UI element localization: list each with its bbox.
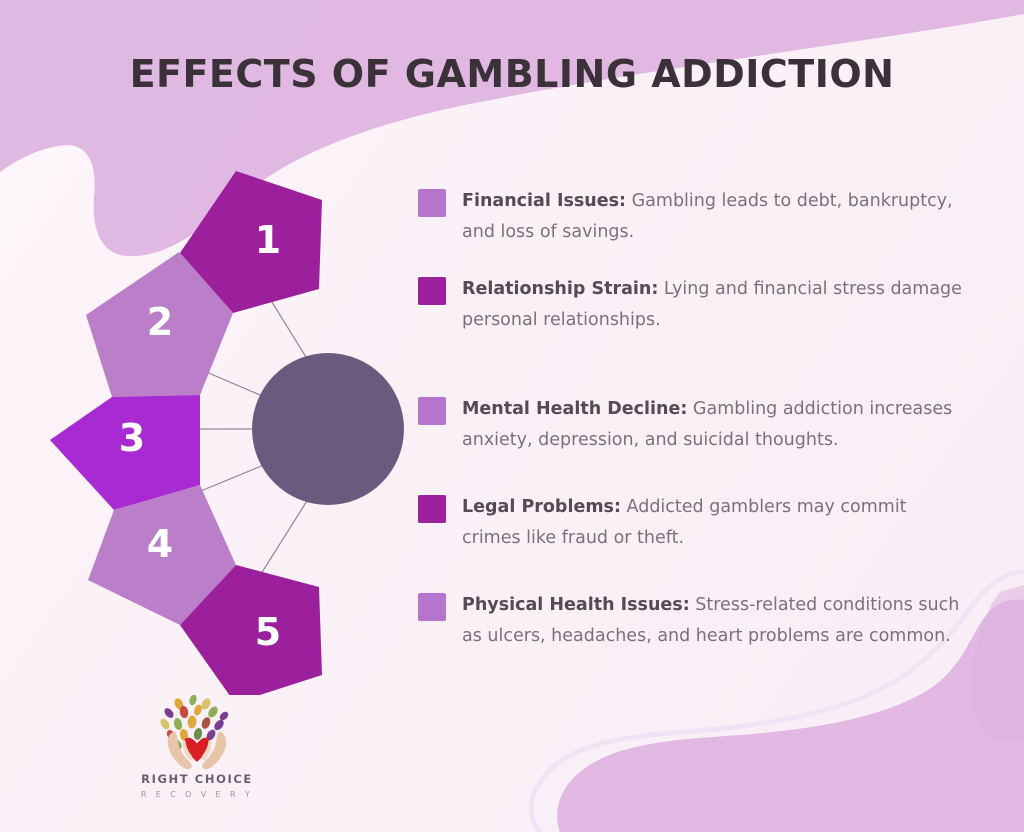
diagram-segment-2[interactable]: 2: [86, 252, 233, 397]
effect-term: Legal Problems:: [462, 497, 621, 517]
bullet-swatch-icon: [418, 189, 446, 217]
bullet-swatch-icon: [418, 593, 446, 621]
pentagon-number-4: 4: [147, 522, 173, 566]
effects-list: Financial Issues: Gambling leads to debt…: [418, 186, 978, 652]
page-title: EFFECTS OF GAMBLING ADDICTION: [129, 52, 895, 96]
list-item[interactable]: Mental Health Decline: Gambling addictio…: [418, 394, 978, 456]
effect-description: Addicted gamblers may commit crimes like…: [462, 497, 907, 548]
effect-text: Relationship Strain: Lying and financial…: [462, 274, 967, 336]
brand-logo[interactable]: RIGHT CHOICE R E C O V E R Y: [122, 694, 272, 799]
effect-text: Mental Health Decline: Gambling addictio…: [462, 394, 967, 456]
left-hand-icon: [167, 731, 192, 770]
bullet-swatch-icon: [418, 397, 446, 425]
effect-description: Gambling addiction increases anxiety, de…: [462, 399, 953, 450]
effect-description: Lying and financial stress damage person…: [462, 279, 962, 330]
pentagon-number-2: 2: [147, 300, 173, 344]
list-item[interactable]: Physical Health Issues: Stress-related c…: [418, 590, 978, 652]
pentagon-number-5: 5: [255, 610, 281, 654]
diagram-segment-5[interactable]: 5: [180, 565, 322, 695]
diagram-center-circle: [252, 353, 404, 505]
bullet-swatch-icon: [418, 277, 446, 305]
effect-term: Relationship Strain:: [462, 279, 659, 299]
effect-text: Physical Health Issues: Stress-related c…: [462, 590, 967, 652]
pentagon-number-1: 1: [255, 218, 281, 262]
list-item[interactable]: Financial Issues: Gambling leads to debt…: [418, 186, 978, 248]
left-thumb-icon: [182, 739, 193, 760]
right-hand-icon: [202, 731, 227, 770]
pentagon-shape-3: [50, 395, 200, 510]
hands-heart-leaves-icon: [160, 694, 229, 770]
pentagon-number-3: 3: [119, 416, 145, 460]
right-thumb-icon: [201, 739, 212, 760]
effect-description: Stress-related conditions such as ulcers…: [462, 595, 960, 646]
effect-term: Financial Issues:: [462, 191, 627, 211]
logo-name: RIGHT CHOICE: [141, 772, 253, 786]
heart-icon: [183, 737, 211, 762]
bullet-swatch-icon: [418, 495, 446, 523]
list-item[interactable]: Legal Problems: Addicted gamblers may co…: [418, 492, 978, 554]
effect-term: Mental Health Decline:: [462, 399, 688, 419]
effect-description: Gambling leads to debt, bankruptcy, and …: [462, 191, 953, 242]
effect-text: Legal Problems: Addicted gamblers may co…: [462, 492, 967, 554]
effect-term: Physical Health Issues:: [462, 595, 690, 615]
pentagon-shape-5: [180, 565, 322, 695]
pentagon-shape-1: [180, 171, 322, 313]
diagram-segment-4[interactable]: 4: [88, 485, 236, 625]
pentagon-shape-2: [86, 252, 233, 397]
pentagon-shape-4: [88, 485, 236, 625]
pentagon-diagram: 1 2 3 4 5: [50, 171, 404, 695]
list-item[interactable]: Relationship Strain: Lying and financial…: [418, 274, 978, 336]
diagram-segment-1[interactable]: 1: [180, 171, 322, 313]
diagram-segment-3[interactable]: 3: [50, 395, 200, 510]
logo-subtitle: R E C O V E R Y: [140, 790, 254, 799]
effect-text: Financial Issues: Gambling leads to debt…: [462, 186, 967, 248]
